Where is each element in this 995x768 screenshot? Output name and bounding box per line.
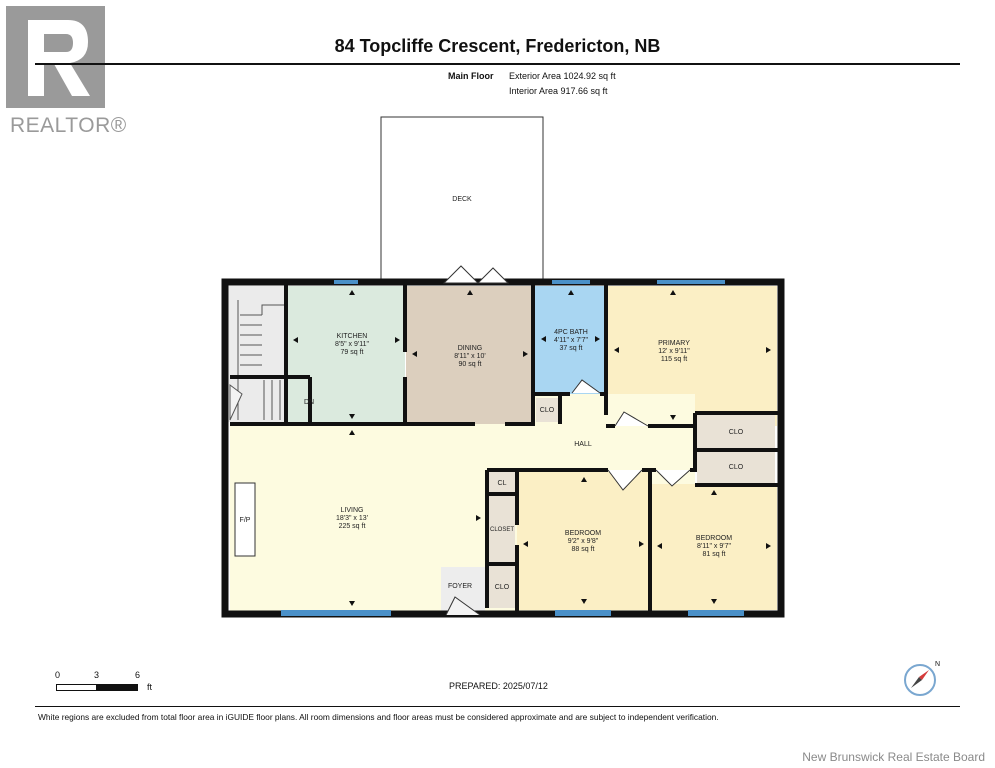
- foyer-label: FOYER: [448, 583, 472, 590]
- bedroom-1-area: 88 sq ft: [572, 546, 595, 553]
- prepared-date: PREPARED: 2025/07/12: [449, 681, 548, 691]
- scale-tick-3: 3: [94, 670, 100, 680]
- dining-dims: 8'11" x 10': [454, 353, 486, 360]
- stairs-icon: [229, 300, 284, 421]
- exterior-area: Exterior Area 1024.92 sq ft: [509, 71, 616, 81]
- closet-cl: [489, 472, 515, 493]
- living-dims: 18'3" x 13': [336, 515, 368, 522]
- scale-segment-2: [96, 684, 138, 691]
- bedroom-2-area: 81 sq ft: [703, 551, 726, 558]
- kitchen-area: 79 sq ft: [341, 349, 364, 356]
- interior-walls: [230, 284, 781, 612]
- dining-area: 90 sq ft: [459, 361, 482, 368]
- closet-foyer-label: CLO: [495, 584, 510, 591]
- title-divider: [35, 63, 960, 65]
- kitchen-dims: 8'5" x 9'11": [335, 341, 369, 348]
- interior-area: Interior Area 917.66 sq ft: [509, 86, 608, 96]
- scale-bar: 0 3 6 ft: [55, 670, 165, 700]
- closet-main: [489, 496, 515, 562]
- closet-cl-label: CL: [498, 480, 507, 487]
- living-label: LIVING: [341, 507, 364, 514]
- closet-primary-1: [697, 415, 775, 448]
- realtor-logo: REALTOR®: [6, 6, 126, 137]
- bedroom-2-label: BEDROOM: [696, 535, 732, 542]
- fireplace: [234, 482, 256, 557]
- closet-primary-1-label: CLO: [729, 429, 744, 436]
- bath-label: 4PC BATH: [554, 329, 588, 336]
- kitchen-room: [287, 286, 405, 422]
- bedroom-1-room: [517, 472, 650, 610]
- closet-foyer: [489, 565, 515, 608]
- bedroom-1-dims: 9'2" x 9'8": [568, 538, 599, 545]
- disclaimer: White regions are excluded from total fl…: [38, 712, 719, 722]
- bath-dims: 4'11" x 7'7": [554, 337, 588, 344]
- stairs-down-label: DN: [304, 399, 314, 406]
- realtor-r-icon: [6, 6, 105, 108]
- hall-label: HALL: [574, 441, 592, 448]
- closet-main-label: CLOSET: [490, 527, 514, 533]
- scale-segment-1: [56, 684, 97, 691]
- primary-dims: 12' x 9'11": [658, 348, 690, 355]
- windows: [281, 280, 744, 616]
- deck-area: [380, 116, 544, 283]
- floor-label: Main Floor: [448, 71, 494, 81]
- primary-label: PRIMARY: [658, 340, 690, 347]
- bath-area: 37 sq ft: [560, 345, 583, 352]
- primary-area: 115 sq ft: [661, 356, 687, 363]
- deck-label: DECK: [452, 196, 472, 203]
- scale-tick-0: 0: [55, 670, 61, 680]
- scale-unit: ft: [147, 682, 153, 692]
- dimension-arrows: [293, 290, 771, 606]
- plan-title: 84 Topcliffe Crescent, Fredericton, NB: [334, 36, 661, 56]
- realtor-wordmark: REALTOR®: [10, 114, 127, 137]
- bath-room: [535, 286, 606, 394]
- living-area: 225 sq ft: [339, 523, 366, 530]
- dining-label: DINING: [458, 345, 483, 352]
- bedroom-2-dims: 8'11" x 9'7": [697, 543, 731, 550]
- compass-icon: N: [902, 658, 942, 698]
- board-watermark: New Brunswick Real Estate Board: [802, 750, 985, 764]
- footer-divider: [35, 706, 960, 707]
- fireplace-label: F/P: [240, 517, 251, 524]
- dining-room: [406, 286, 532, 424]
- kitchen-label: KITCHEN: [337, 333, 368, 340]
- bedroom-2-room: [651, 484, 777, 610]
- compass-north-label: N: [935, 661, 940, 668]
- closet-primary-2: [697, 452, 775, 483]
- bedroom-1-label: BEDROOM: [565, 530, 601, 537]
- doors: [442, 265, 691, 616]
- closet-primary-2-label: CLO: [729, 464, 744, 471]
- closet-bath-label: CLO: [540, 407, 555, 414]
- closet-bath: [536, 398, 562, 422]
- exterior-walls: [221, 278, 785, 618]
- scale-tick-6: 6: [135, 670, 141, 680]
